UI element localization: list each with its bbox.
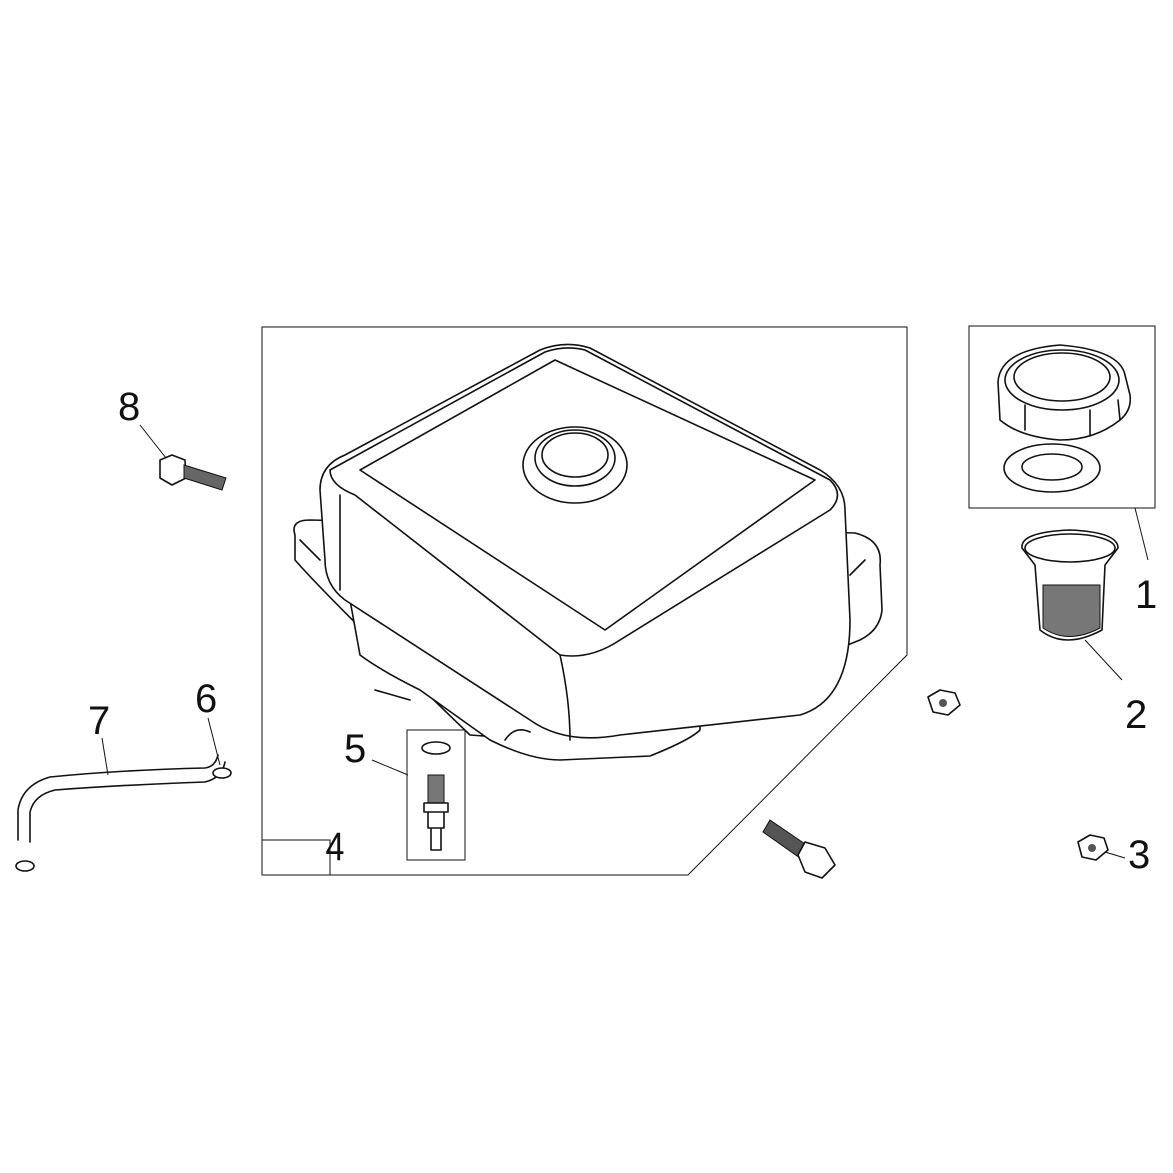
hose-clip[interactable] [15,767,232,872]
callout-1[interactable]: 1 [1135,573,1157,617]
callout-4[interactable]: 4 [325,823,344,868]
fuel-cap-gasket[interactable] [1003,443,1101,493]
callout-6[interactable]: 6 [195,677,217,721]
callout-8[interactable]: 8 [118,385,140,429]
fuel-strainer[interactable] [1021,529,1119,641]
callout-5[interactable]: 5 [344,727,366,771]
fuel-tank[interactable] [293,343,883,761]
flange-bolt[interactable] [762,819,836,879]
fuel-hose[interactable] [17,754,226,843]
fuel-cap[interactable] [997,344,1132,441]
callout-box-4 [261,839,331,876]
callout-box-5 [406,729,466,861]
flange-nut[interactable] [927,689,961,716]
tank-assembly-frame [261,326,908,876]
callout-2[interactable]: 2 [1125,693,1147,737]
callout-box-1 [968,325,1156,509]
callout-7[interactable]: 7 [88,699,110,743]
flange-nut[interactable] [1077,834,1109,861]
fuel-valve[interactable] [421,741,451,851]
bolt[interactable] [159,454,227,491]
callout-3[interactable]: 3 [1128,833,1150,877]
